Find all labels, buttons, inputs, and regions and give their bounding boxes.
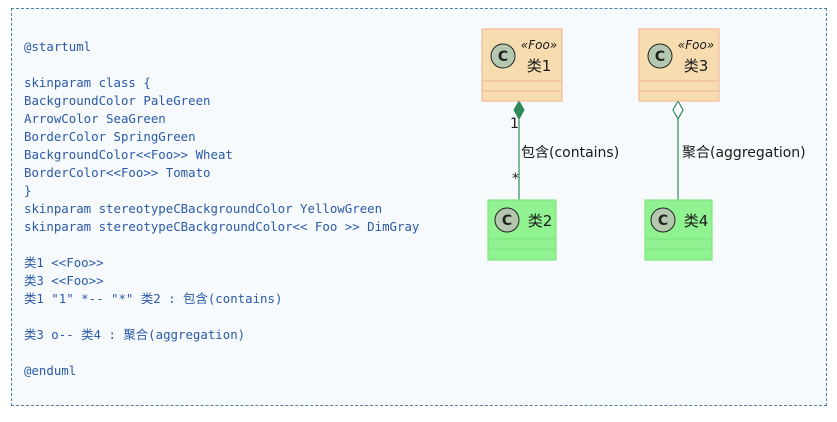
class-name: 类4 <box>684 212 709 230</box>
code-line: @startuml <box>24 39 92 54</box>
class-circle-icon <box>490 43 516 69</box>
class-box-4[interactable]: C 类4 <box>644 199 713 261</box>
stereotype-label: «Foo» <box>521 38 557 52</box>
code-line: 类3 o-- 类4 : 聚合(aggregation) <box>24 327 246 342</box>
code-line: skinparam stereotypeCBackgroundColor<< F… <box>24 219 420 234</box>
relation-label-aggregation: 聚合(aggregation) <box>682 145 806 161</box>
circle-letter: C <box>498 49 508 65</box>
class-circle-icon <box>647 43 673 69</box>
class-name: 类1 <box>527 57 552 75</box>
code-line: 类3 <<Foo>> <box>24 273 104 288</box>
multiplicity-source: 1 <box>510 116 519 132</box>
class-box-3[interactable]: C «Foo» 类3 <box>638 28 720 102</box>
circle-letter: C <box>502 213 512 229</box>
code-line: BorderColor<<Foo>> Tomato <box>24 165 211 180</box>
class-circle-icon <box>650 207 676 233</box>
circle-letter: C <box>655 49 665 65</box>
code-line: skinparam stereotypeCBackgroundColor Yel… <box>24 201 383 216</box>
code-line: @enduml <box>24 363 77 378</box>
code-line: skinparam class { <box>24 75 151 90</box>
class-box-1[interactable]: C «Foo» 类1 <box>481 28 563 102</box>
code-line: BackgroundColor PaleGreen <box>24 93 211 108</box>
class-box-2[interactable]: C 类2 <box>487 199 557 261</box>
code-line: } <box>24 183 32 198</box>
code-line: 类1 <<Foo>> <box>24 255 104 270</box>
code-line: BorderColor SpringGreen <box>24 129 196 144</box>
multiplicity-target: * <box>512 171 519 187</box>
class-name: 类3 <box>684 57 709 75</box>
circle-letter: C <box>658 213 668 229</box>
plantuml-source: @startuml skinparam class { BackgroundColo… <box>24 38 419 380</box>
code-line: 类1 "1" *-- "*" 类2 : 包含(contains) <box>24 291 283 306</box>
stereotype-label: «Foo» <box>678 38 714 52</box>
aggregation-diamond-icon <box>672 99 684 121</box>
composition-diamond-icon <box>513 99 525 121</box>
class-circle-icon <box>494 207 520 233</box>
relation-label-contains: 包含(contains) <box>521 145 619 161</box>
code-line: BackgroundColor<<Foo>> Wheat <box>24 147 233 162</box>
class-name: 类2 <box>528 212 553 230</box>
code-line: ArrowColor SeaGreen <box>24 111 166 126</box>
